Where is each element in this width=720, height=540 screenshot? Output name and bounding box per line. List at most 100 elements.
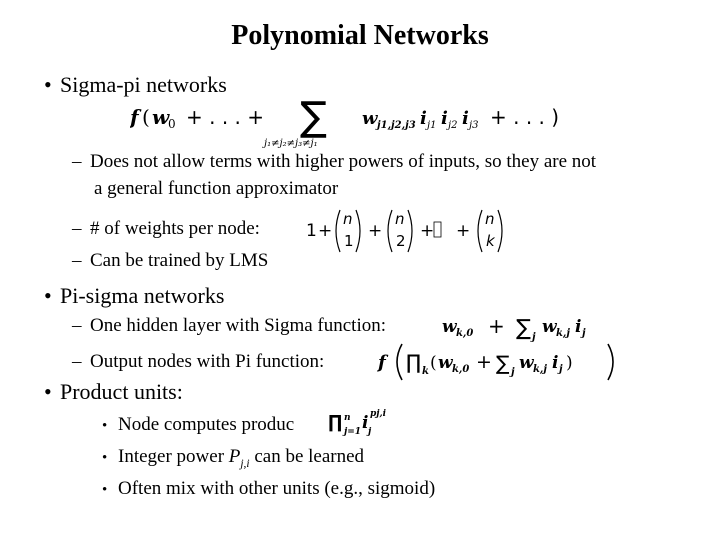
bullet-text: Product units: — [60, 379, 183, 404]
power-variable: P — [228, 446, 241, 467]
svg-text:j=1: j=1 — [342, 427, 361, 437]
svg-text:j: j — [557, 364, 563, 375]
svg-text:+ . . . ): + . . . ) — [490, 105, 559, 129]
svg-text:w: w — [542, 317, 558, 337]
sub-bullet-text: One hidden layer with Sigma function: — [90, 315, 387, 336]
svg-text:i: i — [420, 108, 427, 129]
svg-text:j: j — [366, 427, 372, 437]
svg-text:f: f — [130, 105, 142, 129]
product-formula: ∏ n j=1 i j pj,i — [328, 409, 387, 437]
sub-bullet-output-nodes: –Output nodes with Pi function: — [72, 351, 324, 373]
dash-mark: – — [72, 315, 82, 336]
sub-bullet-node-product: • Node computes produc — [102, 414, 294, 436]
bullet-mark: • — [44, 379, 52, 404]
bullet-mark: • — [102, 418, 108, 434]
svg-text:j2: j2 — [446, 120, 457, 131]
bullet-product-units: • Product units: — [44, 379, 183, 405]
svg-text:0: 0 — [168, 117, 176, 131]
sub-bullet-hidden-layer: –One hidden layer with Sigma function: — [72, 315, 386, 337]
svg-text:j₁≠j₂≠j₃≠j₁: j₁≠j₂≠j₃≠j₁ — [262, 138, 318, 149]
pi-function-formula: f ∏ k ( w k,0 + ∑ j w k,j i j ) — [376, 343, 614, 381]
svg-text:∑: ∑ — [516, 316, 531, 341]
svg-text:j: j — [509, 367, 515, 378]
svg-text:n: n — [395, 210, 405, 228]
dash-mark: – — [72, 151, 82, 172]
bullet-pi-sigma: • Pi-sigma networks — [44, 283, 224, 309]
svg-text:w: w — [519, 353, 535, 373]
sub-bullet-integer-power: • Integer power Pj,i can be learned — [102, 446, 364, 470]
svg-text:w: w — [442, 317, 458, 337]
svg-text:+ . . . +: + . . . + — [186, 105, 264, 129]
svg-text:): ) — [566, 353, 573, 373]
svg-text:k,0: k,0 — [452, 364, 469, 375]
svg-text:k: k — [422, 366, 429, 377]
svg-text:f: f — [376, 352, 389, 373]
svg-text:1: 1 — [306, 221, 317, 241]
svg-text:∏: ∏ — [406, 350, 421, 374]
sub-bullet-no-higher-powers: –Does not allow terms with higher powers… — [72, 151, 596, 173]
sigma-pi-formula: f ( w 0 + . . . + ∑ j₁≠j₂≠j₃≠j₁ w j1,j2,… — [130, 94, 559, 149]
bullet-sigma-pi: • Sigma-pi networks — [44, 72, 227, 98]
sub-bullet-text-suffix: can be learned — [254, 446, 365, 467]
svg-text:k,j: k,j — [556, 328, 570, 339]
svg-text:j: j — [530, 332, 536, 343]
svg-text:∑: ∑ — [496, 351, 510, 375]
power-subscript: j,i — [240, 457, 250, 470]
svg-text:2: 2 — [396, 232, 406, 250]
svg-text:i: i — [552, 353, 558, 373]
svg-text:w: w — [152, 105, 170, 129]
bullet-mark: • — [44, 72, 52, 97]
svg-text:+: + — [456, 221, 470, 241]
sub-bullet-text: Output nodes with Pi function: — [90, 351, 325, 372]
svg-text:w: w — [438, 353, 454, 373]
sub-bullet-weights-per-node: –# of weights per node: — [72, 218, 260, 240]
svg-text:k,0: k,0 — [456, 328, 473, 339]
sub-bullet-text: # of weights per node: — [90, 218, 260, 239]
sub-bullet-continuation: a general function approximator — [94, 178, 339, 199]
sub-bullet-text: Node computes produc — [118, 414, 295, 435]
svg-text:1: 1 — [344, 232, 354, 250]
sub-bullet-lms: –Can be trained by LMS — [72, 250, 268, 272]
svg-text:∏: ∏ — [328, 412, 342, 433]
svg-text:k,j: k,j — [533, 364, 547, 375]
svg-text:w: w — [362, 108, 379, 129]
slide-title: Polynomial Networks — [231, 20, 489, 51]
svg-text:pj,i: pj,i — [370, 409, 387, 419]
svg-text:k: k — [486, 232, 496, 250]
svg-text:+: + — [318, 221, 332, 241]
svg-text:j1,j2,j3: j1,j2,j3 — [375, 120, 416, 131]
sigma-function-formula: w k,0 + ∑ j w k,j i j — [442, 314, 586, 343]
svg-text:i: i — [362, 413, 368, 433]
svg-text:+: + — [476, 351, 492, 373]
svg-text:n: n — [485, 210, 495, 228]
sub-bullet-text-prefix: Integer power — [118, 446, 225, 467]
svg-text:+: + — [420, 221, 434, 241]
sub-bullet-mix-units: • Often mix with other units (e.g., sigmo… — [102, 478, 435, 500]
svg-text:i: i — [575, 317, 581, 337]
dash-mark: – — [72, 218, 82, 239]
svg-text:+: + — [488, 314, 505, 338]
svg-text:n: n — [344, 413, 351, 423]
svg-text:j: j — [580, 328, 586, 339]
svg-text:j3: j3 — [467, 120, 478, 131]
svg-text:∑: ∑ — [300, 94, 327, 140]
svg-text:i: i — [441, 108, 448, 129]
svg-text:(: ( — [430, 353, 437, 373]
bullet-text: Sigma-pi networks — [60, 72, 227, 97]
sub-bullet-text: Often mix with other units (e.g., sigmoi… — [118, 478, 436, 499]
svg-text:+: + — [368, 221, 382, 241]
sub-bullet-text: Does not allow terms with higher powers … — [90, 151, 597, 172]
weights-count-formula: 1 + n 1 + n 2 + + n k — [306, 209, 503, 253]
dash-mark: – — [72, 351, 82, 372]
dash-mark: – — [72, 250, 82, 271]
svg-text:n: n — [343, 210, 353, 228]
svg-text:j1: j1 — [425, 120, 436, 131]
bullet-mark: • — [102, 482, 108, 498]
bullet-text: Pi-sigma networks — [60, 283, 225, 308]
sub-bullet-text: Can be trained by LMS — [90, 250, 269, 271]
bullet-mark: • — [44, 283, 52, 308]
svg-text:i: i — [462, 108, 469, 129]
bullet-mark: • — [102, 450, 108, 466]
svg-text:(: ( — [142, 105, 150, 129]
